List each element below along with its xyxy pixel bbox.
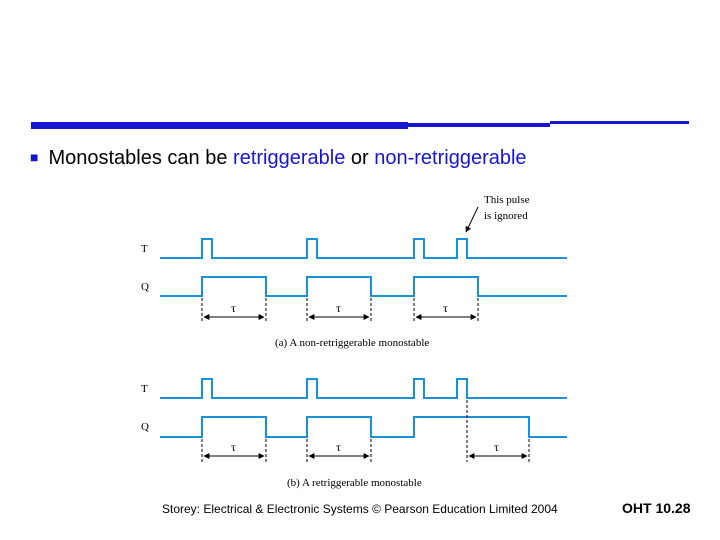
tau-label-b1: τ	[231, 440, 236, 454]
dashed-markers-a	[201, 298, 479, 322]
term-retriggerable: retriggerable	[233, 147, 346, 169]
annotation-arrow	[465, 206, 479, 233]
header-rule-mid	[408, 123, 550, 127]
trace-t-b	[160, 378, 567, 399]
header-rule-thin	[550, 121, 689, 124]
label-q-a: Q	[141, 281, 149, 293]
label-q-b: Q	[141, 421, 149, 433]
trace-t-a	[160, 238, 567, 259]
tau-label-b2: τ	[336, 440, 341, 454]
bullet-connector: or	[345, 147, 375, 169]
tau-label-b3: τ	[494, 440, 499, 454]
annotation-line1: This pulse	[484, 194, 530, 206]
bullet-heading: ■ Monostables can be retriggerable or non…	[30, 147, 527, 170]
tau-label-a1: τ	[231, 301, 236, 315]
term-non-retriggerable: non-retriggerable	[374, 147, 527, 169]
tau-label-a2: τ	[336, 301, 341, 315]
label-t-b: T	[141, 383, 148, 395]
annotation-line2: is ignored	[484, 210, 528, 222]
tau-label-a3: τ	[443, 301, 448, 315]
trace-q-b	[160, 416, 567, 438]
caption-b: (b) A retriggerable monostable	[287, 477, 422, 489]
label-t-a: T	[141, 243, 148, 255]
bullet-text: Monostables can be	[48, 147, 234, 169]
footer-source: Storey: Electrical & Electronic Systems …	[162, 502, 558, 516]
caption-a: (a) A non-retriggerable monostable	[275, 337, 429, 349]
trace-q-a	[160, 276, 567, 297]
square-bullet-icon: ■	[30, 149, 39, 165]
slide-number: OHT 10.28	[622, 500, 691, 516]
header-rule-thick	[31, 122, 408, 129]
dashed-markers-b	[201, 400, 530, 462]
